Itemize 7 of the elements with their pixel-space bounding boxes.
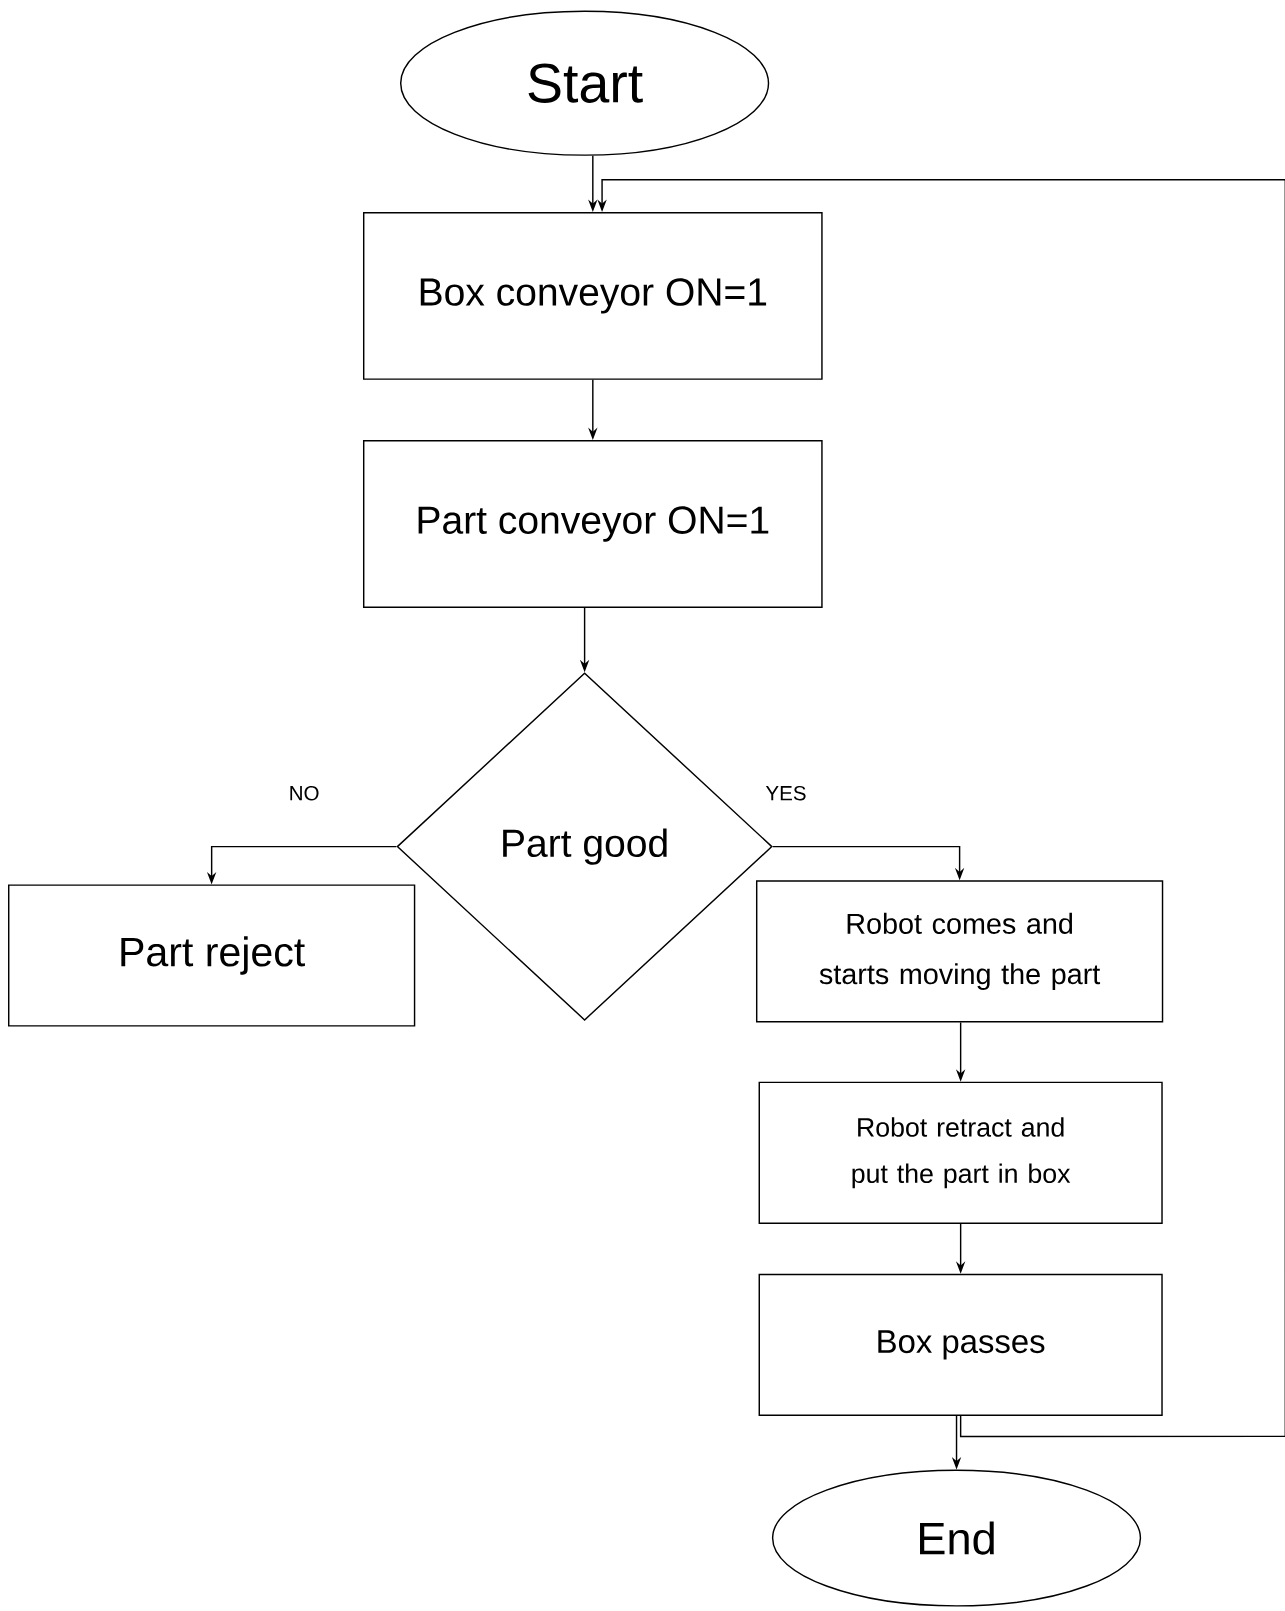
process-box: Robot comes and starts moving the part bbox=[755, 880, 1164, 1023]
edge-label: NO bbox=[290, 785, 319, 801]
process-box: Part reject bbox=[7, 884, 416, 1027]
process-box: Robot retract and put the part in box bbox=[758, 1081, 1163, 1224]
process-box: Box conveyor ON=1 bbox=[362, 211, 823, 380]
process-box: Box passes bbox=[758, 1273, 1163, 1416]
process-box: Part conveyor ON=1 bbox=[362, 440, 823, 608]
